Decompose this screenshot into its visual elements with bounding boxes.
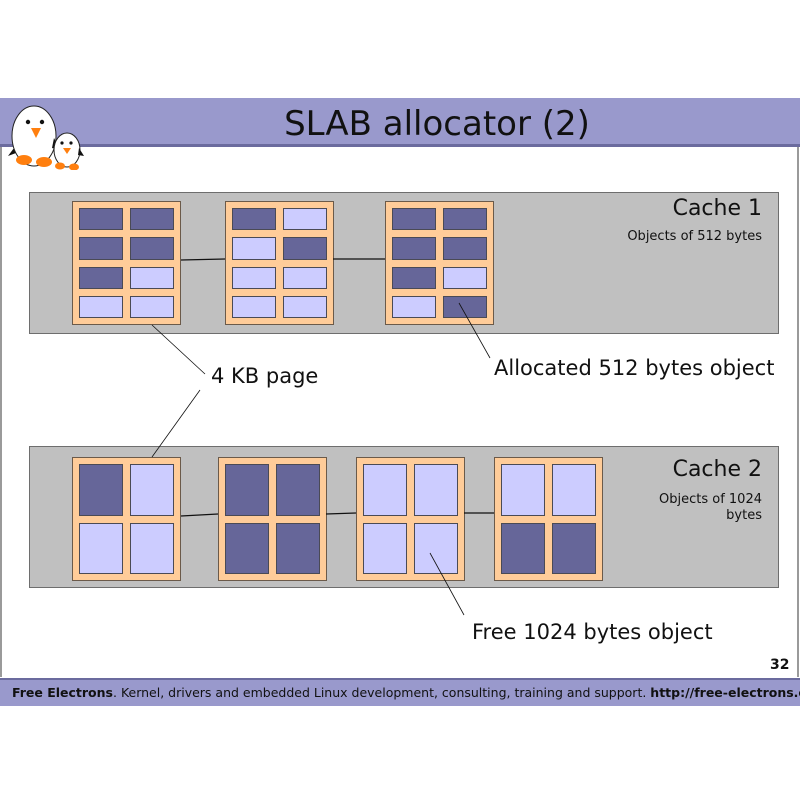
free-object	[392, 295, 436, 318]
allocated-object	[79, 464, 123, 516]
free-object	[501, 464, 545, 516]
allocated-object	[225, 522, 269, 574]
free-object	[363, 522, 407, 574]
page-number: 32	[770, 657, 790, 673]
allocated-object	[225, 464, 269, 516]
callout-free-object: Free 1024 bytes object	[472, 620, 713, 644]
allocated-object	[79, 237, 123, 260]
cache-1-subtitle: Objects of 512 bytes	[627, 229, 762, 244]
free-object	[283, 295, 327, 318]
allocated-object	[79, 208, 123, 231]
footer-bar: Free Electrons. Kernel, drivers and embe…	[0, 678, 800, 706]
footer-url-link[interactable]: http://free-electrons.com	[650, 685, 800, 700]
free-object	[414, 522, 458, 574]
allocated-object	[392, 266, 436, 289]
allocated-object	[232, 208, 276, 231]
slide-frame-left	[0, 147, 2, 677]
slide-frame-right	[797, 147, 799, 677]
free-object	[130, 522, 174, 574]
allocated-object	[443, 208, 487, 231]
free-object	[79, 295, 123, 318]
allocated-object	[130, 237, 174, 260]
allocated-object	[79, 266, 123, 289]
callout-4kb-page: 4 KB page	[211, 364, 319, 388]
footer-brand: Free Electrons	[12, 685, 113, 700]
penguins-logo	[8, 105, 84, 170]
allocated-object	[443, 237, 487, 260]
cache-2-title: Cache 2	[672, 457, 762, 482]
cache-1-title: Cache 1	[672, 196, 762, 221]
allocated-object	[276, 522, 320, 574]
allocated-object	[283, 237, 327, 260]
free-object	[283, 208, 327, 231]
free-object	[79, 522, 123, 574]
footer-text: . Kernel, drivers and embedded Linux dev…	[113, 685, 651, 700]
free-object	[363, 464, 407, 516]
allocated-object	[501, 522, 545, 574]
free-object	[232, 266, 276, 289]
allocated-object	[443, 295, 487, 318]
cache-2-subtitle-line1: Objects of 1024	[659, 492, 762, 507]
free-object	[130, 295, 174, 318]
slide-header-bar	[0, 98, 800, 147]
allocated-object	[276, 464, 320, 516]
allocated-object	[552, 522, 596, 574]
free-object	[130, 266, 174, 289]
allocated-object	[130, 208, 174, 231]
free-object	[283, 266, 327, 289]
allocated-object	[392, 237, 436, 260]
cache-2-subtitle-line2: bytes	[726, 508, 762, 523]
free-object	[232, 237, 276, 260]
small-penguin-icon	[53, 132, 84, 170]
free-object	[232, 295, 276, 318]
free-object	[552, 464, 596, 516]
slide-title: SLAB allocator (2)	[284, 104, 590, 144]
free-object	[130, 464, 174, 516]
allocated-object	[392, 208, 436, 231]
big-penguin-icon	[8, 105, 60, 167]
free-object	[443, 266, 487, 289]
callout-allocated-object: Allocated 512 bytes object	[494, 356, 775, 380]
free-object	[414, 464, 458, 516]
